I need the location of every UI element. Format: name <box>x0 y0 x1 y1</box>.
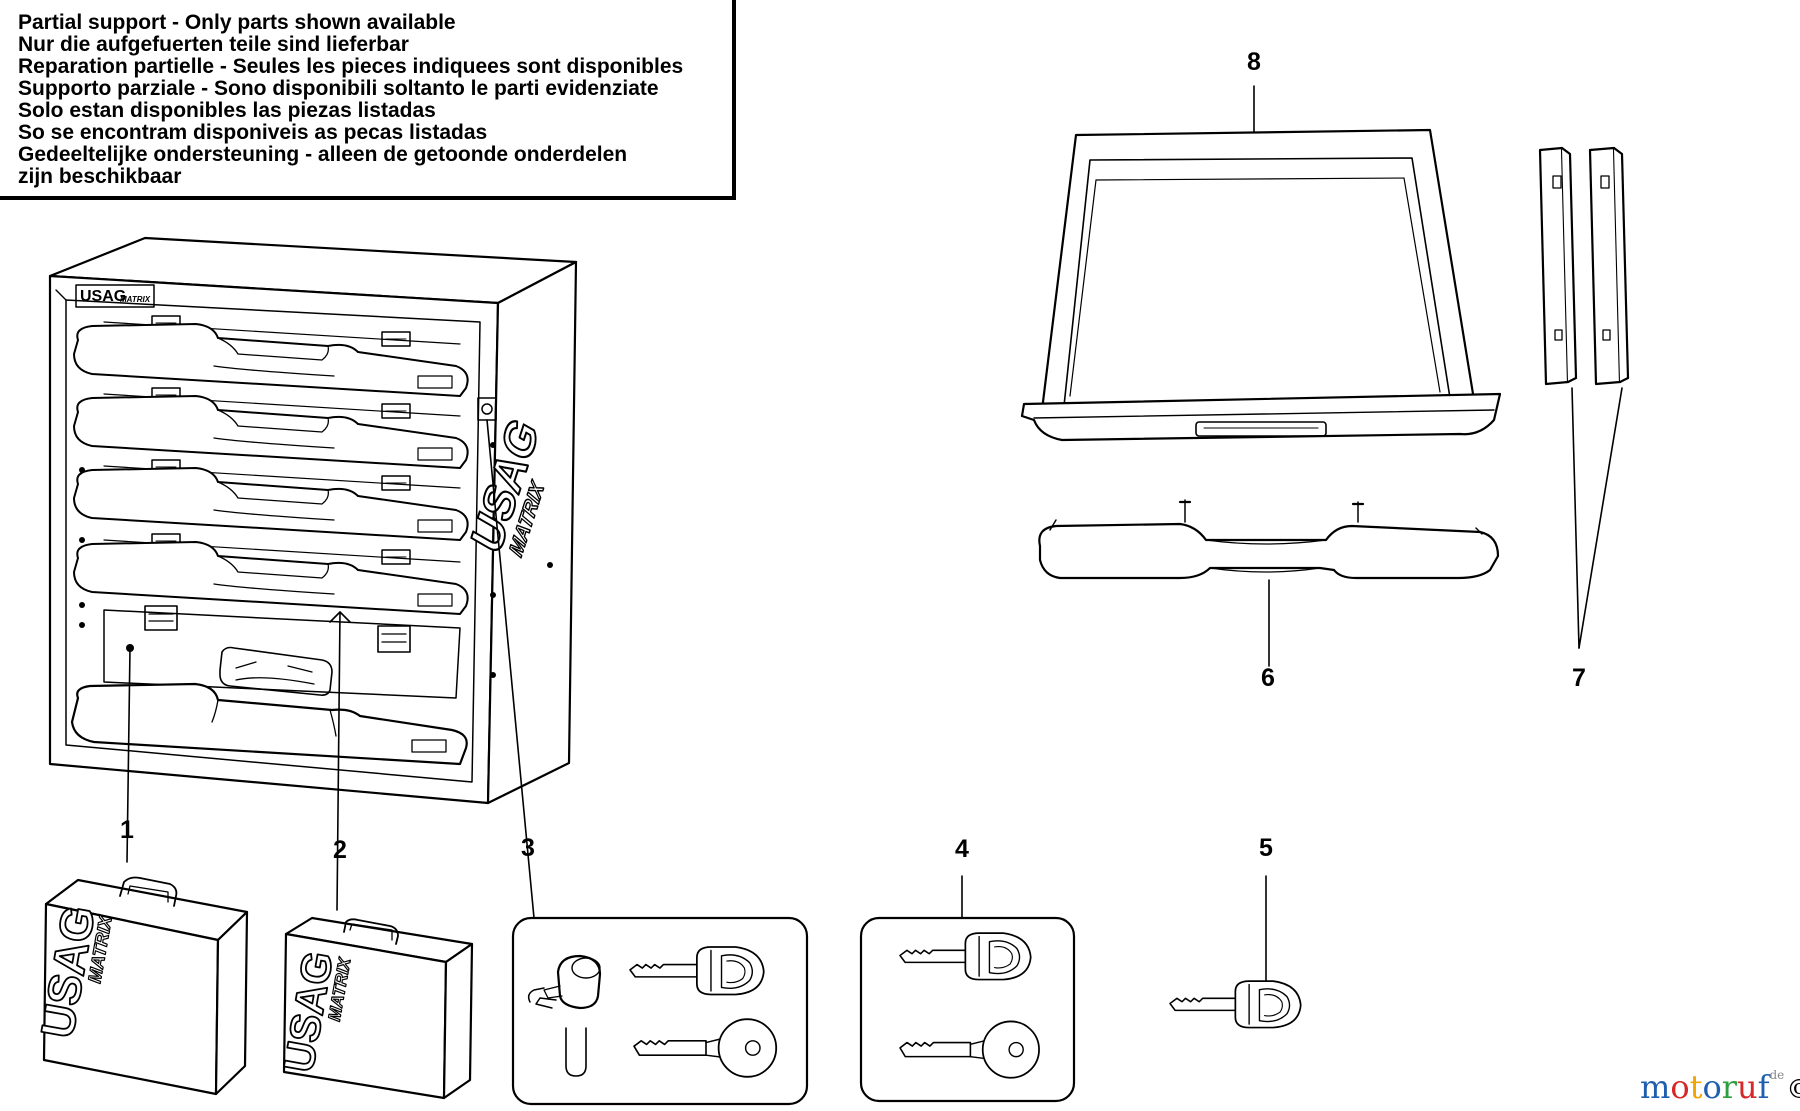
svg-text:MATRIX: MATRIX <box>120 295 151 304</box>
round-key-icon <box>899 1020 1040 1079</box>
round-key-icon <box>633 1018 778 1078</box>
cabinet-logo: USAG MATRIX <box>75 284 155 308</box>
notice-line-de: Nur die aufgefuerten teile sind lieferba… <box>18 33 409 56</box>
part-6-handle <box>1038 499 1500 580</box>
copyright-mark: © <box>1786 1075 1800 1105</box>
flat-key-icon <box>629 946 765 996</box>
watermark-letter: u <box>1737 1068 1758 1106</box>
part-4-key-set <box>859 916 1076 1103</box>
callout-6: 6 <box>1261 664 1275 692</box>
notice-line-nl: Gedeeltelijke ondersteuning - alleen de … <box>18 143 628 166</box>
svg-text:USAG: USAG <box>80 288 126 305</box>
drawer-front <box>73 459 469 541</box>
notice-box: Partial support - Only parts shown avail… <box>0 0 736 200</box>
callout-3: 3 <box>521 834 535 862</box>
part-5-key <box>1169 980 1302 1029</box>
watermark-letter: m <box>1640 1068 1671 1106</box>
callout-5: 5 <box>1259 834 1273 862</box>
part-3-lock-kit <box>511 916 809 1106</box>
callout-2: 2 <box>333 836 347 864</box>
notice-line-en: Partial support - Only parts shown avail… <box>18 11 456 34</box>
notice-line-es: Solo estan disponibles las piezas listad… <box>18 99 436 122</box>
part-7-rails <box>1538 146 1630 386</box>
watermark-letter: o <box>1670 1068 1690 1106</box>
bottom-case-bay <box>70 605 468 766</box>
notice-line-fr: Reparation partielle - Seules les pieces… <box>18 55 684 78</box>
callout-7: 7 <box>1572 664 1586 692</box>
part-8-drawer <box>1020 128 1502 442</box>
drawer-front <box>73 315 469 397</box>
watermark-letter: f <box>1757 1068 1770 1106</box>
watermark-letter: r <box>1721 1068 1738 1106</box>
motoruf-watermark: motorufde© <box>1640 1068 1800 1106</box>
drawer-front <box>73 533 469 615</box>
side-holes <box>79 442 553 678</box>
notice-line-it: Supporto parziale - Sono disponibili sol… <box>18 77 659 100</box>
part-1-tool-case: USAG MATRIX <box>30 876 249 1096</box>
callout-8: 8 <box>1247 48 1261 76</box>
drawer-front <box>73 387 469 469</box>
watermark-suffix: de <box>1769 1068 1785 1082</box>
leader-lines <box>126 85 1623 993</box>
watermark-letter: o <box>1702 1068 1722 1106</box>
part-2-tool-case: USAG MATRIX <box>274 916 474 1100</box>
notice-line-pt: So se encontram disponiveis as pecas lis… <box>18 121 488 144</box>
watermark-letter: t <box>1689 1068 1703 1106</box>
notice-line-nl-cont: zijn beschikbaar <box>18 165 182 188</box>
cabinet-drawers <box>73 315 469 615</box>
callout-1: 1 <box>120 816 134 844</box>
callout-4: 4 <box>955 835 969 863</box>
flat-key-icon <box>899 932 1032 981</box>
